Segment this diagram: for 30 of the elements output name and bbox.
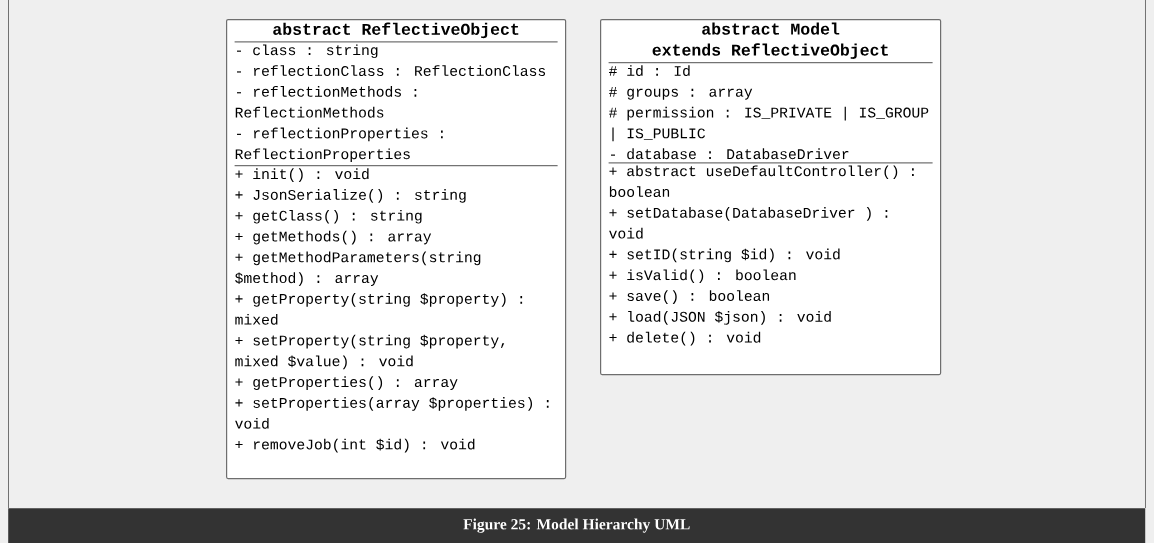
attribute-text: # id : Id <box>609 65 690 76</box>
class-name: abstract Model extends ReflectiveObject <box>652 22 888 59</box>
attribute-text: - class : string <box>237 44 378 59</box>
class-box <box>226 19 567 480</box>
method-text: + load(JSON $json) : void <box>609 311 831 325</box>
class-name: abstract ReflectiveObject <box>273 22 519 39</box>
method-text: + init() : void <box>235 168 369 182</box>
method-text: + getMethodParameters(string $method) : array <box>235 251 481 286</box>
attribute-text: - reflectionClass : ReflectionClass <box>237 65 546 76</box>
method-text: + setID(string $id) : void <box>609 248 840 263</box>
method-text: + removeJob(int $id) : void <box>235 438 475 453</box>
method-text: + delete() : void <box>609 331 761 346</box>
method-text: + setProperties(array $properties) : void <box>235 397 549 429</box>
method-text: + getClass() : string <box>235 209 422 224</box>
method-text: + setProperty(string $property, mixed $value) : void <box>235 334 505 370</box>
method-text: + save() : boolean <box>609 290 769 304</box>
method-text: + JsonSerialize() : string <box>235 189 466 203</box>
method-text: + abstract useDefaultController() : boolean <box>609 165 914 197</box>
attribute-text: - reflectionProperties : ReflectionProperties <box>235 127 443 163</box>
attribute-text: # permission : IS_PRIVATE | IS_GROUP | IS_PUBLIC <box>609 106 929 142</box>
method-text: + setDatabase(DatabaseDriver ) : void <box>609 207 888 239</box>
method-text: + getProperty(string $property) : mixed <box>235 293 523 325</box>
class-box <box>600 19 942 376</box>
method-text: + isValid() : boolean <box>609 269 796 284</box>
attribute-text: - database : DatabaseDriver <box>611 148 849 160</box>
method-text: + getMethods() : array <box>235 230 432 245</box>
attribute-text: # groups : array <box>609 86 753 100</box>
caption-bar: Figure 25: Model Hierarchy UML <box>8 508 1146 543</box>
attribute-text: - reflectionMethods : ReflectionMethods <box>235 86 417 118</box>
method-text: + getProperties() : array <box>235 376 458 390</box>
